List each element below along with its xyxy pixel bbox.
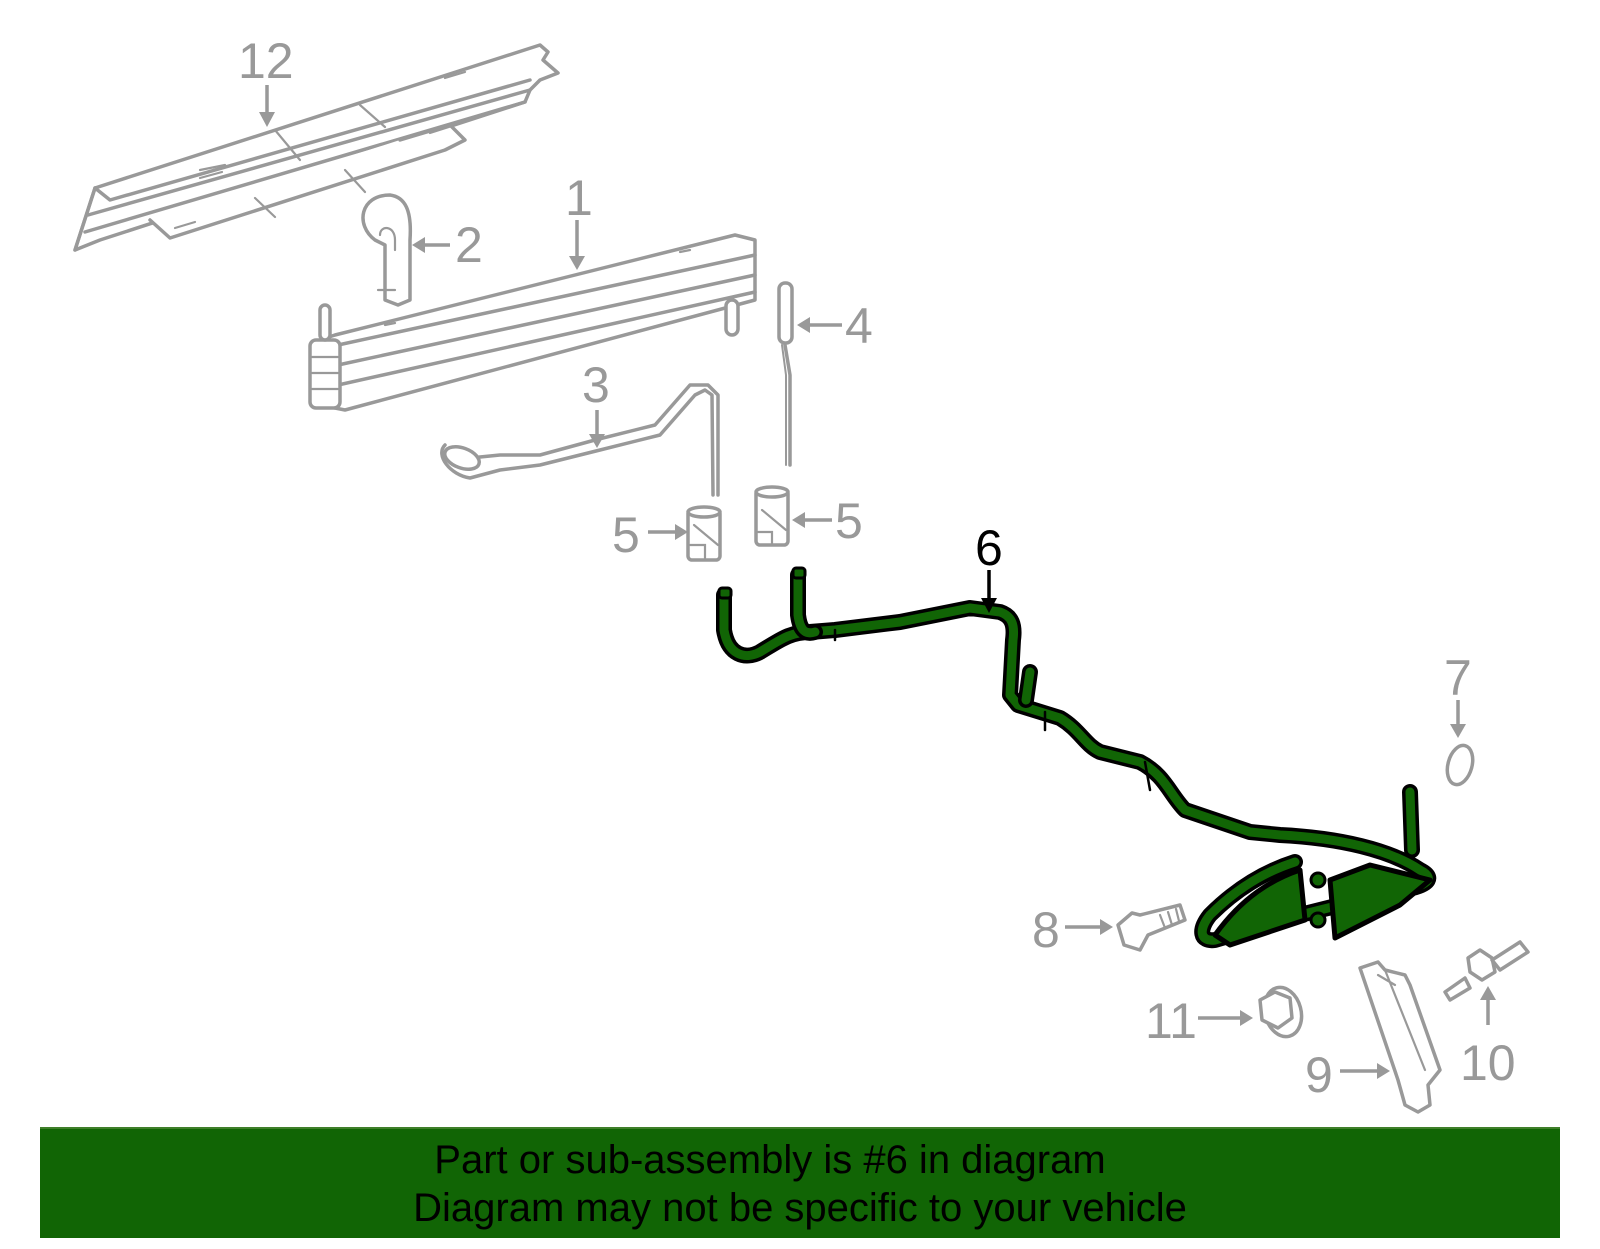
part-6-cooler-tube-assembly[interactable]: [716, 566, 1437, 949]
callout-11[interactable]: 11: [1145, 993, 1197, 1049]
banner-line-part-info: Part or sub-assembly is #6 in diagram: [434, 1137, 1106, 1182]
banner-line-disclaimer: Diagram may not be specific to your vehi…: [413, 1185, 1187, 1230]
part-11-nut[interactable]: [1258, 983, 1307, 1041]
part-9-bracket[interactable]: [1358, 960, 1442, 1114]
callout-4[interactable]: 4: [845, 298, 873, 354]
callout-8[interactable]: 8: [1032, 902, 1060, 958]
part-1-oil-cooler[interactable]: [308, 233, 757, 412]
part-10-stud-bolt[interactable]: [1443, 940, 1530, 1002]
callout-9[interactable]: 9: [1305, 1047, 1333, 1103]
callout-5-right[interactable]: 5: [835, 493, 863, 549]
part-8-bolt[interactable]: [1116, 903, 1187, 952]
notice-banner: Part or sub-assembly is #6 in diagram Di…: [40, 1127, 1560, 1238]
part-3-cooler-line[interactable]: [440, 383, 720, 497]
part-5-connector-right[interactable]: [754, 485, 790, 547]
callout-5-left[interactable]: 5: [612, 507, 640, 563]
callout-7[interactable]: 7: [1444, 650, 1472, 706]
callout-2[interactable]: 2: [455, 217, 483, 273]
part-2-clamp[interactable]: [361, 193, 413, 307]
callout-6[interactable]: 6: [975, 520, 1003, 576]
part-7-o-ring[interactable]: [1443, 743, 1477, 788]
callout-10[interactable]: 10: [1460, 1035, 1516, 1091]
callout-12[interactable]: 12: [238, 33, 294, 89]
part-4-cooler-line[interactable]: [777, 281, 794, 467]
callout-3[interactable]: 3: [582, 357, 610, 413]
callout-1[interactable]: 1: [565, 170, 593, 226]
part-5-connector-left[interactable]: [686, 505, 722, 562]
part-12-frame-rail[interactable]: [73, 43, 560, 252]
